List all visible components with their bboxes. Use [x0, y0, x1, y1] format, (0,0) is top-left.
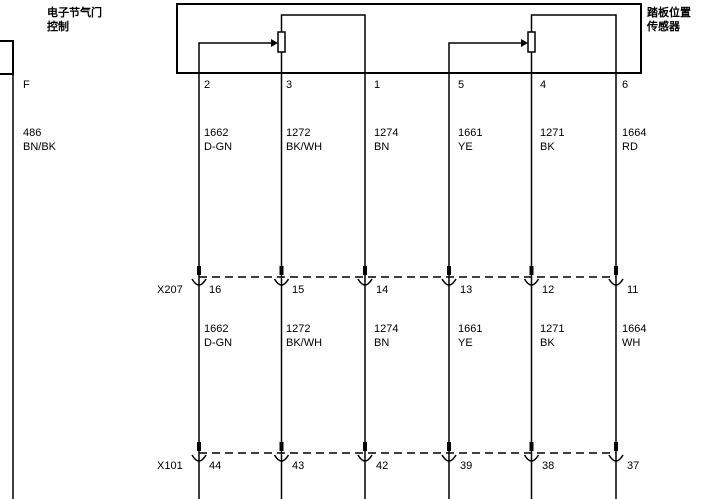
- wire-color-label: RD: [622, 141, 638, 153]
- sensor-pin-label: 2: [204, 79, 210, 91]
- wire-color-label: YE: [458, 337, 473, 349]
- wire-color-label: BN: [374, 141, 389, 153]
- wire-color-label: BK/WH: [286, 337, 322, 349]
- connector-pin-label: 37: [627, 460, 639, 472]
- connector-name: X207: [157, 284, 183, 296]
- throttle-title-line1: 电子节气门: [47, 5, 102, 19]
- potentiometer-1: [198, 14, 366, 73]
- pedal-position-sensor: 踏板位置 传感器: [176, 3, 691, 74]
- wire-circuit-label: 1661: [458, 127, 482, 139]
- terminal-icon: [523, 442, 540, 462]
- sensor-housing: [176, 3, 642, 74]
- throttle-title-line2: 控制: [47, 19, 69, 33]
- sensor-pin-label: 6: [622, 79, 628, 91]
- wire-runs: [198, 73, 617, 499]
- wire-color-label: BN: [374, 337, 389, 349]
- connector-pin-label: 44: [209, 460, 221, 472]
- connector-pin-label: 38: [542, 460, 554, 472]
- wire-circuit-label: 1662: [204, 127, 228, 139]
- upper-wire-labels: 1662 D-GN 1272 BK/WH 1274 BN 1661 YE 127…: [204, 127, 646, 153]
- terminal-icon: [273, 442, 290, 462]
- wire-color-label: D-GN: [204, 337, 232, 349]
- lower-wire-labels: 1662 D-GN 1272 BK/WH 1274 BN 1661 YE 127…: [204, 323, 646, 349]
- wire-circuit-label: 1662: [204, 323, 228, 335]
- wire-color-label: WH: [622, 337, 640, 349]
- resistor-icon: [277, 31, 286, 53]
- throttle-pin-label: F: [23, 79, 30, 91]
- sensor-pin-labels: 2 3 1 5 4 6: [204, 79, 628, 91]
- terminal-icon: [441, 442, 457, 462]
- connector-pin-label: 11: [627, 284, 638, 296]
- terminal-icon: [357, 266, 373, 286]
- wire-color-label: BK: [540, 337, 555, 349]
- wire-circuit-label: 1271: [540, 323, 564, 335]
- sensor-pin-label: 3: [286, 79, 292, 91]
- wire-color-label: D-GN: [204, 141, 232, 153]
- wire-circuit-label: 1272: [286, 323, 310, 335]
- pedal-title-line2: 传感器: [646, 19, 681, 33]
- wire-color-label: BK/WH: [286, 141, 322, 153]
- throttle-control-module: 电子节气门 控制 F 486 BN/BK: [0, 5, 102, 499]
- connector-x207: X207 16 15 14 13 12 11: [157, 266, 638, 296]
- wire-circuit-label: 1664: [622, 127, 646, 139]
- wire-color-label: YE: [458, 141, 473, 153]
- wiper-arrow-icon: [521, 39, 528, 47]
- terminal-icon: [523, 266, 540, 286]
- connector-pin-label: 12: [542, 284, 554, 296]
- sensor-pin-label: 4: [540, 79, 546, 91]
- connector-pin-label: 16: [209, 284, 221, 296]
- connector-pin-label: 43: [292, 460, 304, 472]
- wire-circuit-label: 1661: [458, 323, 482, 335]
- wire-circuit-label: 1664: [622, 323, 646, 335]
- connector-pin-label: 42: [376, 460, 388, 472]
- connector-pin-label: 13: [460, 284, 472, 296]
- wire-circuit-label: 1272: [286, 127, 310, 139]
- wire-circuit-label: 1271: [540, 127, 564, 139]
- wire-circuit-label: 1274: [374, 127, 398, 139]
- pedal-title-line1: 踏板位置: [647, 5, 691, 19]
- potentiometer-2: [448, 14, 617, 73]
- connector-pin-label: 39: [460, 460, 472, 472]
- resistor-icon: [527, 31, 536, 53]
- sensor-pin-label: 5: [458, 79, 464, 91]
- throttle-wire-color: BN/BK: [23, 141, 57, 153]
- connector-pin-label: 15: [292, 284, 304, 296]
- throttle-wire-circuit: 486: [23, 127, 41, 139]
- connector-x101: X101 44 43 42 39 38 37: [157, 442, 639, 472]
- wire-color-label: BK: [540, 141, 555, 153]
- terminal-icon: [441, 266, 457, 286]
- terminal-icon: [191, 442, 207, 462]
- sensor-pin-label: 1: [374, 79, 380, 91]
- connector-pin-label: 14: [376, 284, 388, 296]
- terminal-icon: [273, 266, 290, 286]
- wiper-arrow-icon: [271, 39, 278, 47]
- connector-name: X101: [157, 460, 183, 472]
- terminal-icon: [357, 442, 373, 462]
- wire-circuit-label: 1274: [374, 323, 398, 335]
- terminal-icon: [608, 266, 624, 286]
- terminal-icon: [608, 442, 624, 462]
- terminal-icon: [191, 266, 207, 286]
